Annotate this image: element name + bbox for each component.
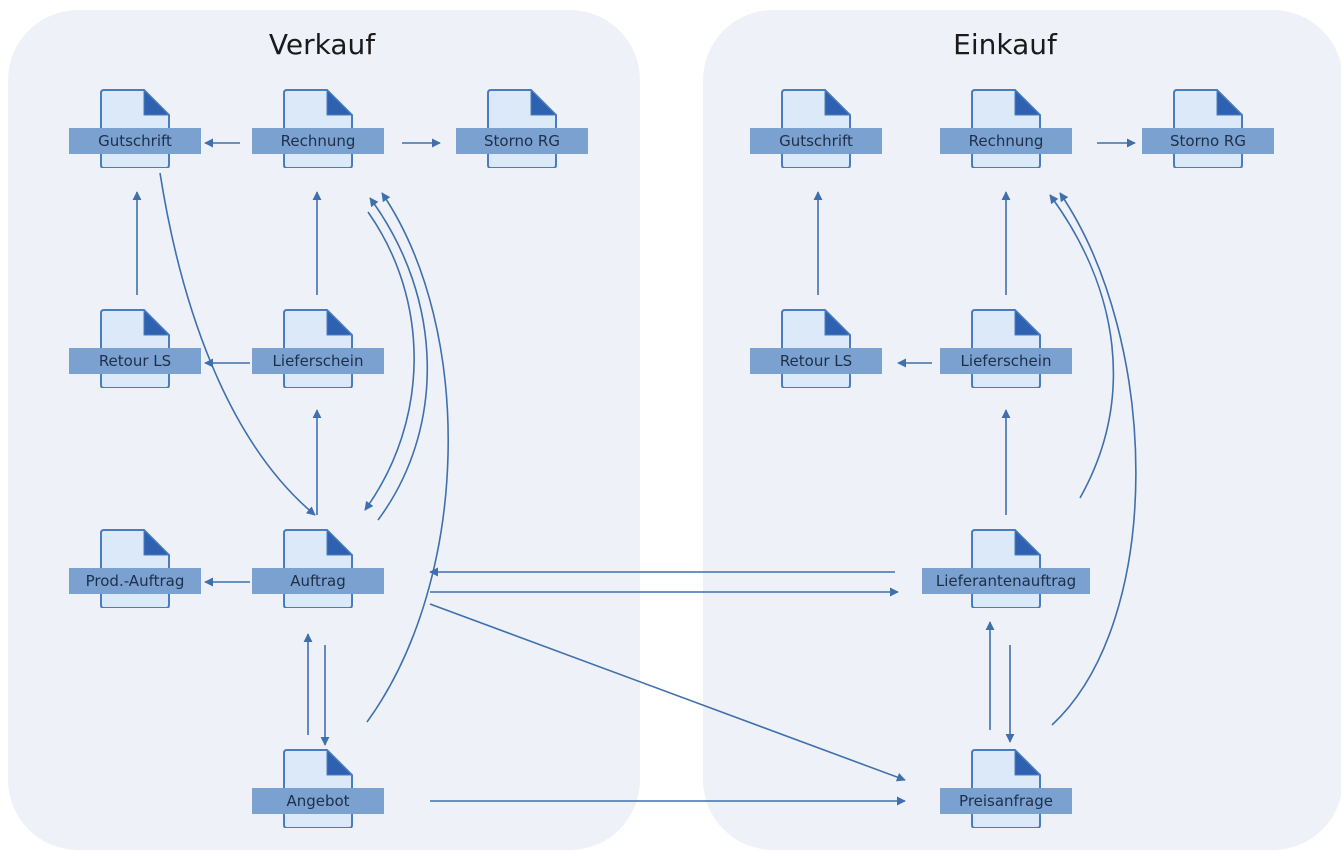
doc-rechnung-verkauf[interactable]: Rechnung	[252, 88, 384, 168]
arrow-lieferantenauftrag-to-rechnung	[1049, 194, 1115, 499]
doc-label: Angebot	[252, 788, 384, 814]
doc-label: Storno RG	[1142, 128, 1274, 154]
doc-angebot[interactable]: Angebot	[252, 748, 384, 828]
doc-lieferschein-verkauf[interactable]: Lieferschein	[252, 308, 384, 388]
doc-storno-einkauf[interactable]: Storno RG	[1142, 88, 1274, 168]
doc-label: Rechnung	[252, 128, 384, 154]
doc-label: Lieferantenauftrag	[922, 568, 1090, 594]
doc-label: Lieferschein	[252, 348, 384, 374]
doc-label: Lieferschein	[940, 348, 1072, 374]
einkauf-title: Einkauf	[953, 28, 1057, 61]
doc-lieferantenauftrag[interactable]: Lieferantenauftrag	[922, 528, 1090, 608]
doc-gutschrift-einkauf[interactable]: Gutschrift	[750, 88, 882, 168]
doc-label: Auftrag	[252, 568, 384, 594]
doc-label: Gutschrift	[750, 128, 882, 154]
doc-storno-verkauf[interactable]: Storno RG	[456, 88, 588, 168]
doc-prod-auftrag[interactable]: Prod.-Auftrag	[69, 528, 201, 608]
doc-label: Prod.-Auftrag	[69, 568, 201, 594]
arrow-rechnung-to-auftrag	[364, 211, 415, 511]
doc-label: Retour LS	[69, 348, 201, 374]
arrow-angebot-to-rechnung	[366, 192, 449, 723]
doc-label: Storno RG	[456, 128, 588, 154]
arrow-gutschrift-to-auftrag	[159, 172, 316, 516]
doc-label: Preisanfrage	[940, 788, 1072, 814]
verkauf-title: Verkauf	[268, 28, 376, 61]
doc-retour-einkauf[interactable]: Retour LS	[750, 308, 882, 388]
doc-label: Rechnung	[940, 128, 1072, 154]
doc-gutschrift-verkauf[interactable]: Gutschrift	[69, 88, 201, 168]
arrow-auftrag-to-rechnung	[369, 197, 429, 521]
doc-label: Gutschrift	[69, 128, 201, 154]
doc-label: Retour LS	[750, 348, 882, 374]
arrow-auftrag-to-preisanfrage	[429, 603, 906, 782]
doc-retour-verkauf[interactable]: Retour LS	[69, 308, 201, 388]
doc-rechnung-einkauf[interactable]: Rechnung	[940, 88, 1072, 168]
arrow-preisanfrage-to-rechnung	[1051, 192, 1137, 726]
doc-preisanfrage[interactable]: Preisanfrage	[940, 748, 1072, 828]
doc-auftrag[interactable]: Auftrag	[252, 528, 384, 608]
doc-lieferschein-einkauf[interactable]: Lieferschein	[940, 308, 1072, 388]
